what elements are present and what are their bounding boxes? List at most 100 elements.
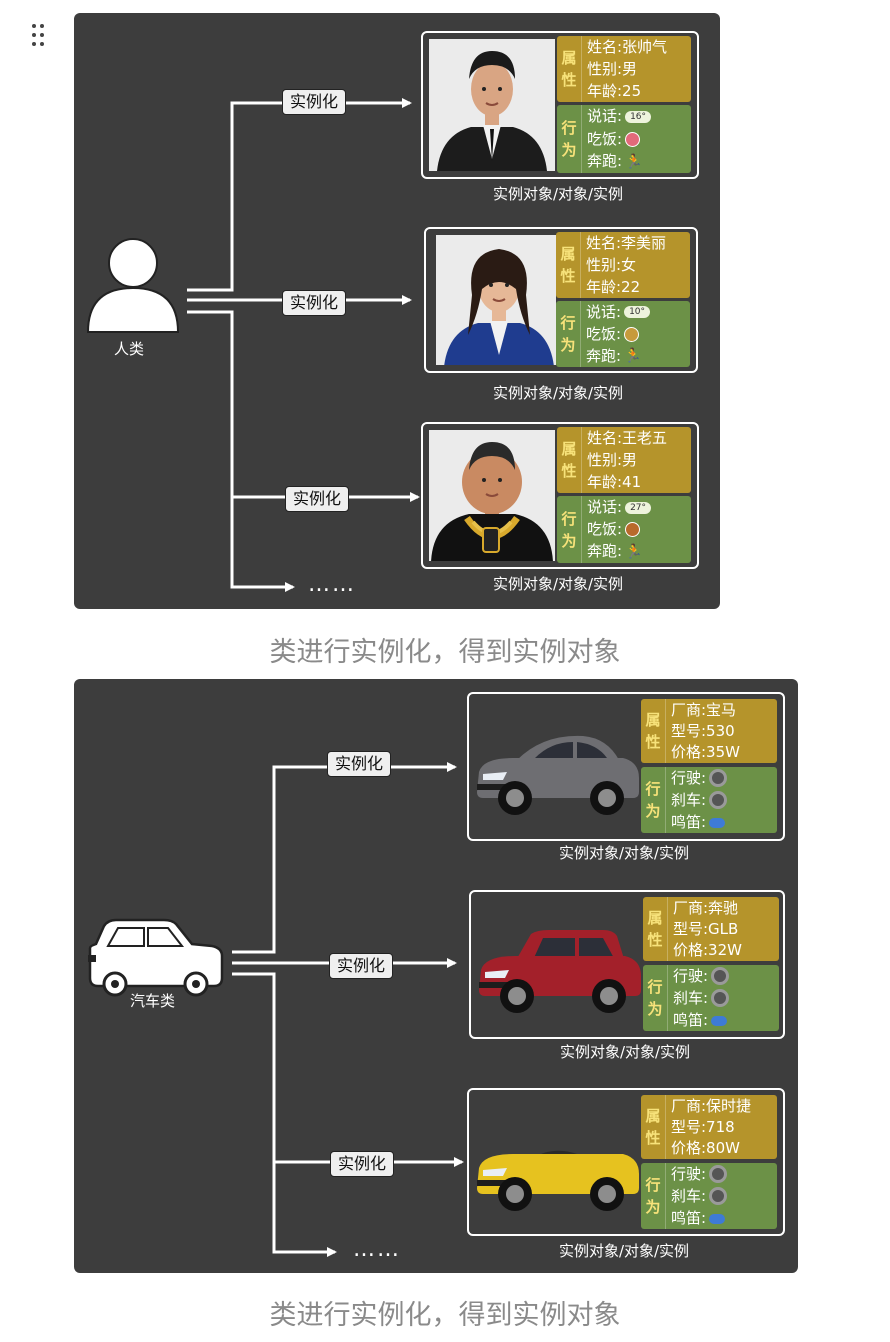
car-photo xyxy=(475,912,645,1022)
food-icon xyxy=(625,131,641,147)
behavior-box: 行为行驶: 刹车: 鸣笛: xyxy=(641,767,777,833)
side-char: 为 xyxy=(645,802,661,820)
attribute-side-label: 属性 xyxy=(556,232,581,298)
behavior-lines: 说话: 16° 吃饭: 奔跑:🏃 xyxy=(582,105,691,173)
attribute-line: 厂商:宝马 xyxy=(671,701,777,719)
line-text: 姓名:李美丽 xyxy=(586,234,667,252)
speech-badge: 10° xyxy=(629,307,646,318)
attribute-lines: 姓名:王老五性别:男年龄:41 xyxy=(582,427,691,493)
behavior-line: 行驶: xyxy=(671,769,777,788)
speech-badge: 27° xyxy=(630,502,647,513)
attribute-side-label: 属性 xyxy=(643,897,668,961)
line-text: 奔跑: xyxy=(587,152,623,171)
attribute-line: 厂商:保时捷 xyxy=(671,1097,777,1115)
attribute-line: 姓名:王老五 xyxy=(587,429,691,447)
line-text: 鸣笛: xyxy=(673,1011,709,1030)
attribute-line: 性别:男 xyxy=(587,451,691,469)
side-char: 行 xyxy=(645,1176,661,1194)
line-text: 奔跑: xyxy=(586,346,622,365)
line-text: 吃饭: xyxy=(586,324,622,343)
attribute-line: 姓名:李美丽 xyxy=(586,234,690,252)
line-text: 说话: xyxy=(587,107,623,126)
attribute-line: 型号:718 xyxy=(671,1118,777,1136)
line-text: 鸣笛: xyxy=(671,1209,707,1228)
side-char: 性 xyxy=(560,267,576,285)
attribute-lines: 厂商:宝马型号:530 价格:35W xyxy=(666,699,777,763)
wheel-icon xyxy=(711,967,730,986)
speech-badge: 16° xyxy=(630,111,647,122)
attribute-line: 价格:80W xyxy=(671,1139,777,1157)
side-char: 属 xyxy=(645,711,661,729)
attribute-line: 型号:530 xyxy=(671,722,777,740)
behavior-box: 行为行驶: 刹车: 鸣笛: xyxy=(643,965,779,1031)
line-text: 型号:718 xyxy=(671,1117,735,1136)
behavior-line: 行驶: xyxy=(673,967,779,986)
behavior-lines: 行驶: 刹车: 鸣笛: xyxy=(666,1163,777,1229)
side-char: 行 xyxy=(645,780,661,798)
line-text: 厂商:奔驰 xyxy=(673,898,739,917)
instantiate-label-4: 实例化 xyxy=(327,751,392,777)
speech-bubble-icon: 27° xyxy=(625,501,652,514)
behavior-side-label: 行为 xyxy=(643,965,668,1031)
line-text: 刹车: xyxy=(673,988,709,1007)
brake-icon xyxy=(709,1187,728,1206)
line-text: 鸣笛: xyxy=(671,813,707,832)
attribute-side-label: 属性 xyxy=(641,699,666,763)
food-icon xyxy=(625,522,641,538)
drag-handle-icon[interactable] xyxy=(30,22,48,48)
behavior-box: 行为说话:10°吃饭:奔跑:🏃 xyxy=(556,301,690,367)
line-text: 年龄:22 xyxy=(586,278,641,296)
behavior-side-label: 行为 xyxy=(641,767,666,833)
line-text: 姓名:王老五 xyxy=(587,429,668,447)
behavior-line: 行驶: xyxy=(671,1165,777,1184)
behavior-line: 说话:27° xyxy=(587,498,691,516)
attribute-line: 价格:35W xyxy=(671,743,777,761)
instantiate-label-2: 实例化 xyxy=(282,290,347,316)
line-text: 刹车: xyxy=(671,790,707,809)
line-text: 吃饭: xyxy=(587,129,623,148)
human-class-label: 人类 xyxy=(114,340,145,358)
instance-caption: 实例对象/对象/实例 xyxy=(492,185,624,203)
side-char: 行 xyxy=(647,978,663,996)
instance-caption: 实例对象/对象/实例 xyxy=(558,1242,690,1260)
behavior-line: 刹车: xyxy=(673,989,779,1008)
side-char: 属 xyxy=(647,909,663,927)
behavior-box: 行为说话:27°吃饭:奔跑:🏃 xyxy=(557,496,691,563)
attribute-line: 姓名:张帅气 xyxy=(587,38,691,56)
behavior-side-label: 行为 xyxy=(641,1163,666,1229)
behavior-line: 刹车: xyxy=(671,1187,777,1206)
bottom-figure-caption: 类进行实例化，得到实例对象 xyxy=(269,1300,621,1331)
attribute-lines: 姓名:李美丽性别:女年龄:22 xyxy=(581,232,690,298)
side-char: 为 xyxy=(561,141,577,159)
side-char: 为 xyxy=(645,1198,661,1216)
side-char: 行 xyxy=(560,314,576,332)
running-icon: 🏃 xyxy=(625,543,643,560)
attribute-line: 年龄:22 xyxy=(586,278,690,296)
instance-caption: 实例对象/对象/实例 xyxy=(492,575,624,593)
line-text: 刹车: xyxy=(671,1186,707,1205)
car-class-label: 汽车类 xyxy=(130,992,176,1010)
instantiate-label-3: 实例化 xyxy=(285,486,350,512)
line-text: 行驶: xyxy=(671,768,707,787)
instantiate-label-5: 实例化 xyxy=(329,953,394,979)
speech-bubble-icon: 16° xyxy=(625,110,652,123)
line-text: 性别:女 xyxy=(586,256,637,274)
behavior-line: 奔跑:🏃 xyxy=(587,152,691,171)
wheel-icon xyxy=(709,769,728,788)
side-char: 为 xyxy=(647,1000,663,1018)
attribute-box: 属性姓名:李美丽性别:女年龄:22 xyxy=(556,232,690,298)
attribute-line: 厂商:奔驰 xyxy=(673,899,779,917)
behavior-side-label: 行为 xyxy=(557,496,582,563)
line-text: 厂商:保时捷 xyxy=(671,1096,752,1115)
line-text: 说话: xyxy=(586,302,622,321)
behavior-line: 吃饭: xyxy=(587,520,691,538)
line-text: 型号:530 xyxy=(671,721,735,740)
instance-caption: 实例对象/对象/实例 xyxy=(558,844,690,862)
attribute-side-label: 属性 xyxy=(557,427,582,493)
attribute-box: 属性厂商:宝马型号:530 价格:35W xyxy=(641,699,777,763)
side-char: 性 xyxy=(647,931,663,949)
behavior-line: 鸣笛: xyxy=(671,1209,777,1227)
